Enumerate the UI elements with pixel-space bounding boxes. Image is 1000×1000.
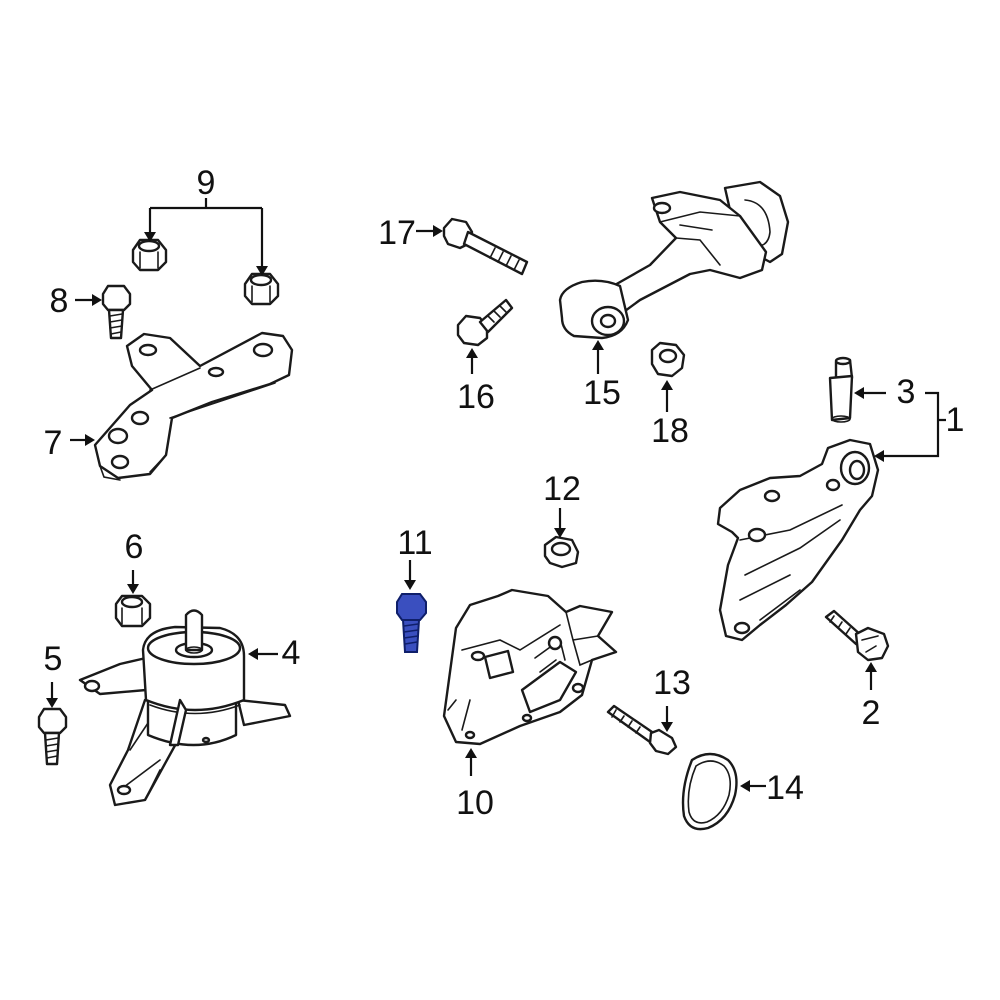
part-16-bolt[interactable]: [456, 298, 514, 347]
callout-17: 17: [378, 214, 416, 252]
part-6-nut[interactable]: [114, 594, 152, 628]
part-14-seal[interactable]: [681, 752, 738, 831]
part-1-bracket[interactable]: [716, 438, 880, 642]
part-9-nut-right[interactable]: [243, 272, 280, 306]
part-11-bolt[interactable]: [396, 593, 427, 653]
callout-15: 15: [583, 374, 621, 412]
callout-3: 3: [897, 373, 916, 411]
callout-7: 7: [44, 424, 63, 462]
part-9-nut-left[interactable]: [131, 238, 168, 272]
callout-5: 5: [44, 640, 63, 678]
callout-13: 13: [653, 664, 691, 702]
part-17-bolt[interactable]: [442, 217, 529, 276]
callout-6: 6: [125, 528, 144, 566]
part-5-bolt[interactable]: [37, 707, 68, 766]
callout-12: 12: [543, 470, 581, 508]
callout-1: 1: [946, 401, 965, 439]
part-10-trans-mount[interactable]: [442, 588, 618, 746]
callout-labels: 1 2 3 5 6 7 8 9 4 10 11 12 13 14 15 16 1…: [44, 164, 965, 822]
part-12-nut[interactable]: [543, 535, 580, 569]
part-3-pin[interactable]: [828, 356, 854, 423]
part-13-bolt[interactable]: [606, 704, 678, 756]
leader-lines: [46, 198, 946, 792]
callout-10: 10: [456, 784, 494, 822]
part-18-nut[interactable]: [650, 341, 686, 378]
callout-18: 18: [651, 412, 689, 450]
part-15-torque-rod[interactable]: [558, 180, 790, 340]
callout-11: 11: [397, 524, 432, 562]
part-8-bolt[interactable]: [101, 284, 132, 340]
callout-4: 4: [282, 634, 301, 672]
callout-14: 14: [766, 769, 804, 807]
callout-16: 16: [457, 378, 495, 416]
callout-8: 8: [50, 282, 69, 320]
part-2-bolt[interactable]: [824, 609, 890, 662]
part-4-engine-mount[interactable]: [78, 609, 292, 807]
callout-9: 9: [197, 164, 216, 202]
callout-2: 2: [862, 694, 881, 732]
part-7-bracket[interactable]: [93, 331, 294, 481]
